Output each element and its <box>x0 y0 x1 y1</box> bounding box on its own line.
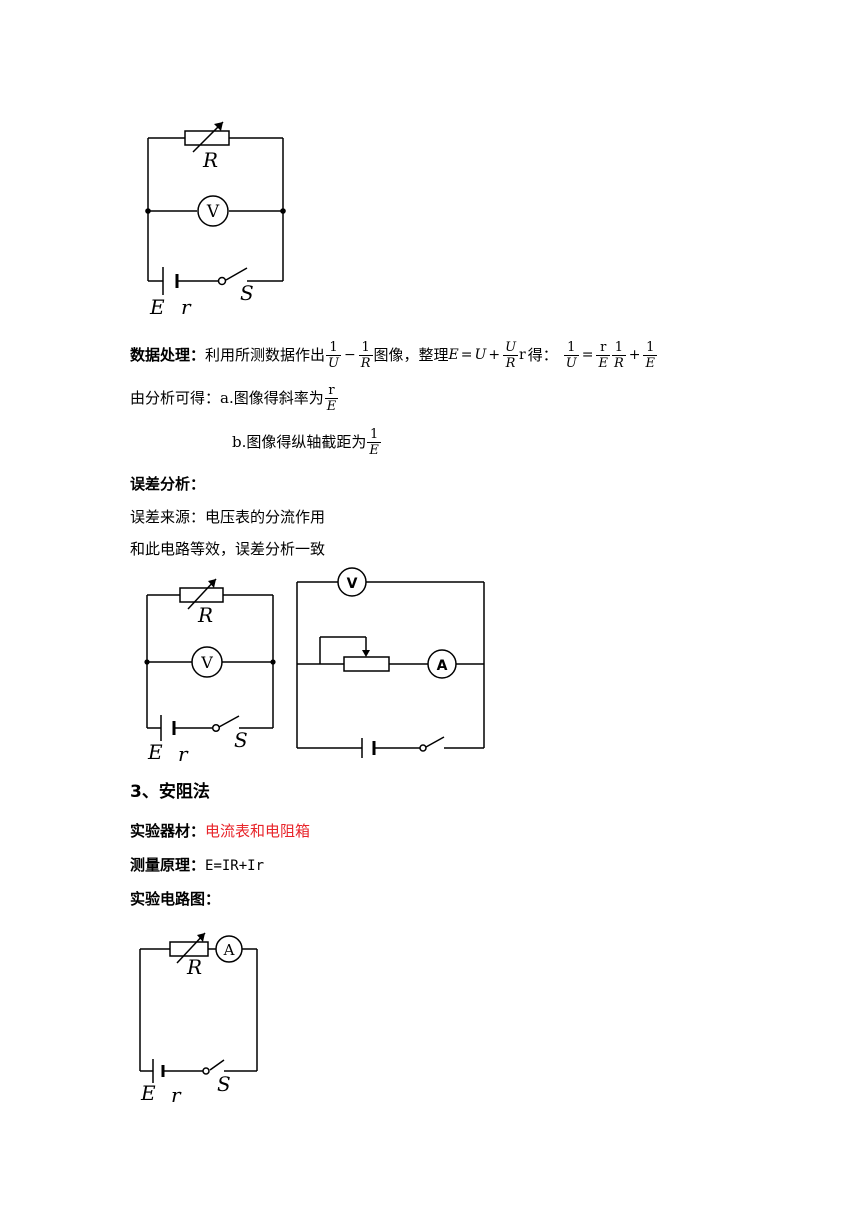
resistor-label: R <box>197 603 213 627</box>
section-3-title: 3、安阻法 <box>130 782 210 802</box>
circuit-diagram-4: R A E r S <box>139 932 258 1107</box>
ammeter-label: A <box>223 941 235 959</box>
resistor-label: R <box>186 955 202 979</box>
error-source-text: 误差来源：电压表的分流作用 <box>130 508 326 526</box>
principle-line: 测量原理：E=IR+Ir <box>130 855 264 876</box>
circuit-diagram-2: R V E r S <box>144 578 276 766</box>
voltmeter-label: V <box>347 576 358 592</box>
internal-resistance-label: r <box>178 742 189 766</box>
data-processing-text3: 得： <box>527 346 558 364</box>
internal-resistance-label: r <box>171 1083 182 1107</box>
principle-label: 测量原理： <box>130 856 206 874</box>
circuit-diagram-label: 实验电路图： <box>130 890 221 908</box>
equipment-value: 电流表和电阻箱 <box>205 822 311 840</box>
ammeter-label: A <box>437 658 448 674</box>
fraction-1-over-E: 1 E <box>643 339 657 371</box>
data-processing-heading: 数据处理： <box>130 346 206 364</box>
data-processing-line: 数据处理： 利用所测数据作出 1 U − 1 R 图像，整理 E = U + U… <box>130 339 657 371</box>
analysis-lead: 由分析可得： <box>130 389 221 407</box>
analysis-b-text: b.图像得纵轴截距为 <box>232 433 367 451</box>
fraction-1-over-U: 1 U <box>326 339 341 371</box>
analysis-line-b: b.图像得纵轴截距为 1 E <box>232 422 382 462</box>
fraction-U-over-R: U R <box>503 339 519 371</box>
internal-resistance-label: r <box>181 295 192 319</box>
emf-label: E <box>140 1081 156 1105</box>
switch-label: S <box>234 728 248 752</box>
fraction-1-over-U-result: 1 U <box>563 339 579 371</box>
minus-sign: − <box>344 347 356 363</box>
resistor-label: R <box>202 148 218 172</box>
slope-fraction: r E <box>324 382 339 414</box>
circuit-diagram-3: V A <box>296 567 485 758</box>
voltmeter-label: V <box>200 653 213 672</box>
data-processing-text1: 利用所测数据作出 <box>205 346 326 364</box>
circuit-diagram-1: R V E r S <box>145 121 286 319</box>
data-processing-text2: 图像，整理 <box>373 346 449 364</box>
intercept-fraction: 1 E <box>367 426 381 458</box>
fraction-r-over-E: r E <box>596 339 610 371</box>
emf-label: E <box>147 740 163 764</box>
analysis-a-text: a.图像得斜率为 <box>220 389 324 407</box>
equipment-label: 实验器材： <box>130 822 206 840</box>
fraction-1-over-R: 1 R <box>358 339 373 371</box>
principle-formula: E=IR+Ir <box>205 858 265 874</box>
equivalence-text: 和此电路等效，误差分析一致 <box>130 540 326 558</box>
voltmeter-label: V <box>206 202 220 222</box>
switch-label: S <box>240 281 254 305</box>
equipment-line: 实验器材：电流表和电阻箱 <box>130 821 310 841</box>
error-analysis-heading: 误差分析： <box>130 475 206 493</box>
switch-label: S <box>217 1072 231 1096</box>
emf-label: E <box>149 295 165 319</box>
fraction-1-over-R-result: 1 R <box>611 339 626 371</box>
analysis-line-a: 由分析可得： a.图像得斜率为 r E <box>130 378 339 418</box>
